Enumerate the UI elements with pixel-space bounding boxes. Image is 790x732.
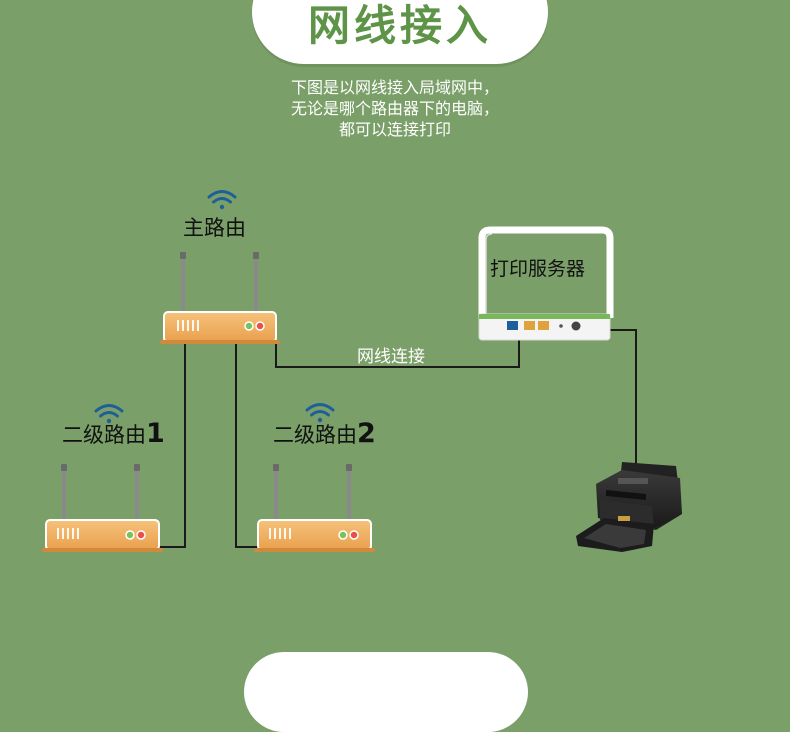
secondary-router-2 [254,403,375,552]
page-title: 网线接入 [307,1,492,50]
cable-print-server-to-printer [606,329,637,474]
secondary-router-2-label: 二级路由2 [273,418,376,449]
print-server-label: 打印服务器 [490,258,586,280]
router-number: 1 [146,418,165,449]
description-line-2: 无论是哪个路由器下的电脑， [290,99,499,118]
cables [158,329,637,548]
title-banner: 网线接入 [252,0,548,64]
secondary-router-1 [42,404,163,552]
usb-port-icon [538,321,549,330]
main-router [160,190,280,344]
connection-label: 网线连接 [357,347,425,367]
usb-port-icon [524,321,535,330]
antenna-right [346,464,352,523]
lan-port-icon [507,321,518,330]
description: 下图是以网线接入局域网中， 无论是哪个路由器下的电脑， 都可以连接打印 [195,77,595,140]
cable-main-to-router-1 [158,344,186,548]
network-diagram [42,190,682,552]
router-number: 2 [357,418,376,449]
description-line-1: 下图是以网线接入局域网中， [290,78,499,97]
main-router-label: 主路由 [183,216,246,240]
wifi-icon [305,403,335,423]
cable-main-to-router-2 [235,344,260,548]
antenna-left [180,252,186,314]
wifi-icon [94,404,124,424]
print-server-device [478,226,614,341]
cable-main-to-print-server [275,338,520,368]
antenna-right [134,464,140,523]
printer-icon [576,462,682,552]
wifi-icon [207,190,237,210]
description-line-3: 都可以连接打印 [338,120,451,139]
reset-button-icon [559,324,563,328]
power-port-icon [571,321,581,331]
antenna-left [273,464,279,523]
secondary-router-1-label: 二级路由1 [62,418,165,449]
antenna-right [253,252,259,314]
antenna-left [61,464,67,523]
next-section-banner [244,652,528,732]
